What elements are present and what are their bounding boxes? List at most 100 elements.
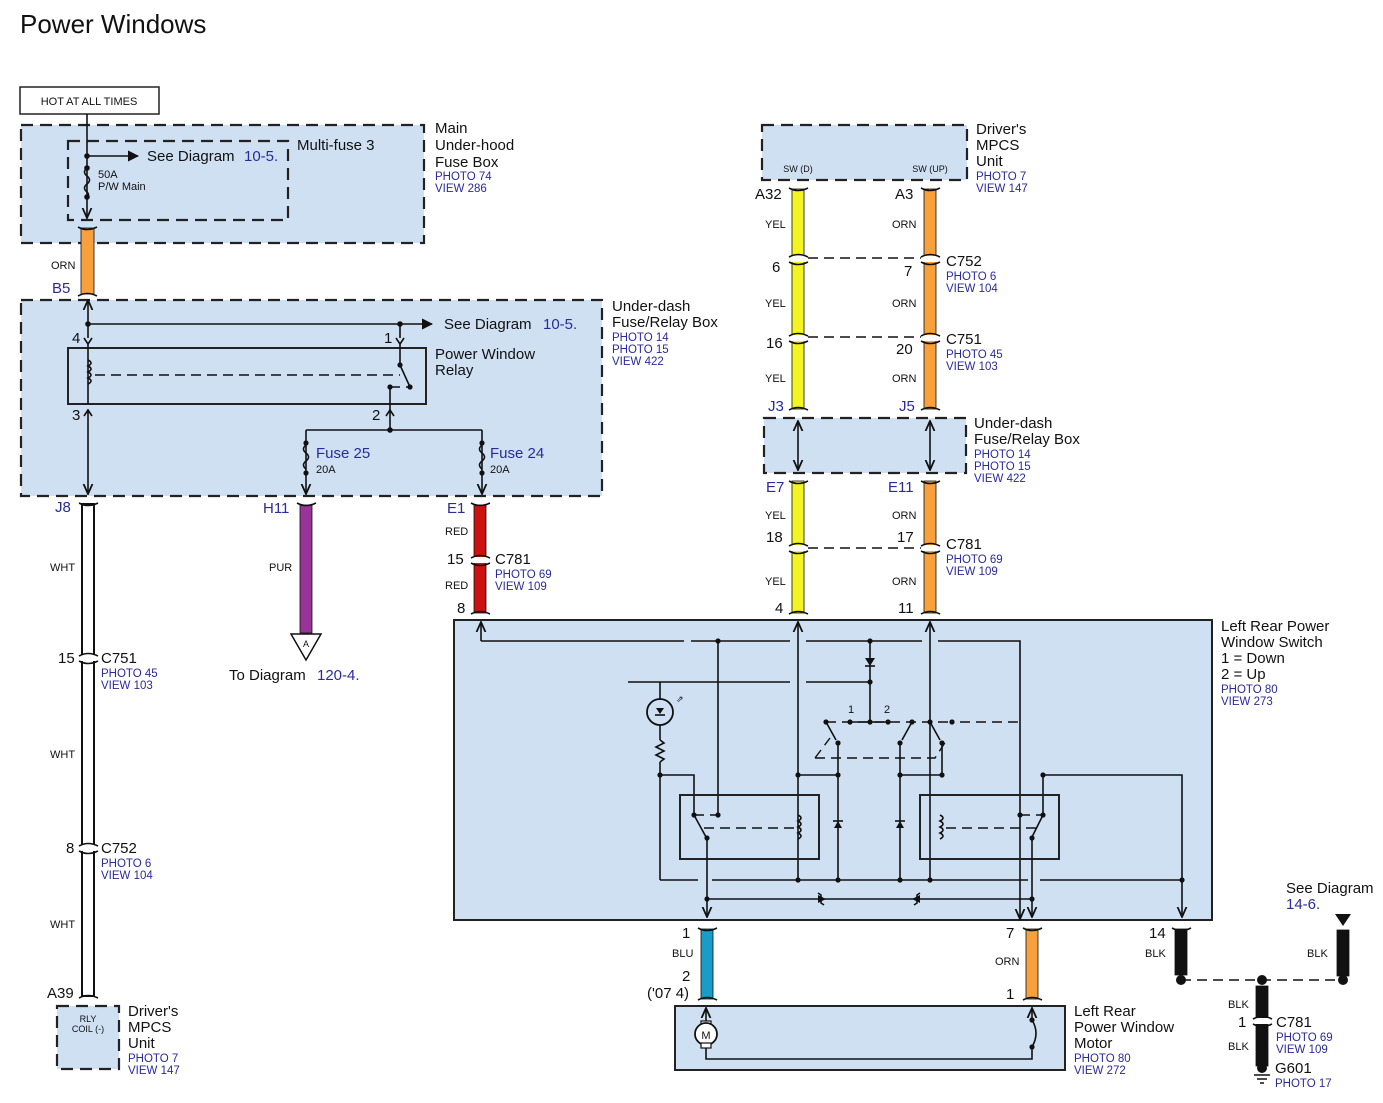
svg-text:7: 7 bbox=[904, 263, 912, 280]
svg-text:4: 4 bbox=[775, 600, 783, 617]
svg-text:VIEW 422[interactable]: VIEW 422 bbox=[612, 356, 664, 368]
svg-text:ORN: ORN bbox=[995, 956, 1020, 968]
svg-text:VIEW 103[interactable]: VIEW 103 bbox=[946, 361, 998, 373]
svg-text:Under-dash: Under-dash bbox=[974, 415, 1052, 432]
limit-switch-icon bbox=[1031, 1019, 1037, 1048]
wire-blu: 1 BLU 2 ('07 4) bbox=[647, 925, 718, 1002]
svg-text:G601: G601 bbox=[1275, 1060, 1312, 1077]
svg-text:PHOTO 7[interactable]: PHOTO 7 bbox=[976, 171, 1026, 183]
svg-text:2: 2 bbox=[682, 968, 690, 985]
svg-text:Left Rear: Left Rear bbox=[1074, 1003, 1136, 1020]
svg-text:VIEW 109[interactable]: VIEW 109 bbox=[946, 566, 998, 578]
svg-text:PHOTO 14[interactable]: PHOTO 14 bbox=[612, 332, 669, 344]
wire-orn-main: ORN B5 bbox=[51, 226, 98, 297]
svg-text:E11: E11 bbox=[888, 479, 914, 496]
svg-text:Fuse/Relay Box: Fuse/Relay Box bbox=[612, 314, 718, 331]
svg-text:PHOTO 7[interactable]: PHOTO 7 bbox=[128, 1053, 178, 1065]
to-diagram-link[interactable]: 120-4. bbox=[317, 667, 360, 684]
svg-text:1: 1 bbox=[682, 925, 690, 942]
svg-text:WHT: WHT bbox=[50, 562, 75, 574]
wire-segment bbox=[1025, 928, 1039, 1000]
see-diagram-14-6-link[interactable]: 14-6. bbox=[1286, 896, 1320, 913]
svg-text:BLU: BLU bbox=[672, 948, 693, 960]
svg-text:14: 14 bbox=[1149, 925, 1166, 942]
svg-text:ORN: ORN bbox=[892, 510, 917, 522]
right-connectors: A32 A3 YEL ORN 6 7 YEL ORN 16 20 YEL ORN… bbox=[755, 186, 1003, 617]
svg-text:PHOTO 69[interactable]: PHOTO 69 bbox=[495, 569, 552, 581]
svg-text:Main: Main bbox=[435, 120, 468, 137]
main-underhood-fuse-box: See Diagram 10-5. 50A P/W Main Multi-fus… bbox=[19, 114, 514, 245]
svg-text:PHOTO 45[interactable]: PHOTO 45 bbox=[946, 349, 1003, 361]
svg-text:VIEW 109[interactable]: VIEW 109 bbox=[495, 581, 547, 593]
svg-text:1: 1 bbox=[1006, 986, 1014, 1003]
fuse-50a-icon bbox=[83, 167, 91, 198]
connector-c751: C751 bbox=[101, 650, 137, 667]
see-diagram-link[interactable]: 10-5. bbox=[543, 316, 577, 333]
view-ref[interactable]: VIEW 286 bbox=[435, 183, 487, 195]
svg-text:PHOTO 69[interactable]: PHOTO 69 bbox=[1276, 1032, 1333, 1044]
svg-text:BLK: BLK bbox=[1307, 948, 1328, 960]
svg-text:See Diagram: See Diagram bbox=[444, 316, 532, 333]
svg-text:VIEW 273[interactable]: VIEW 273 bbox=[1221, 696, 1273, 708]
svg-text:1 = Down: 1 = Down bbox=[1221, 650, 1285, 667]
svg-text:PHOTO 17[interactable]: PHOTO 17 bbox=[1275, 1078, 1332, 1090]
svg-text:PHOTO 69[interactable]: PHOTO 69 bbox=[946, 554, 1003, 566]
svg-text:VIEW 104[interactable]: VIEW 104 bbox=[946, 283, 998, 295]
svg-text:Relay: Relay bbox=[435, 362, 474, 379]
svg-text:C781: C781 bbox=[1276, 1014, 1312, 1031]
svg-text:6: 6 bbox=[772, 259, 780, 276]
svg-text:VIEW 104[interactable]: VIEW 104 bbox=[101, 870, 153, 882]
svg-text:2 = Up: 2 = Up bbox=[1221, 666, 1266, 683]
svg-text:PHOTO 80[interactable]: PHOTO 80 bbox=[1221, 684, 1278, 696]
svg-text:PHOTO 45[interactable]: PHOTO 45 bbox=[101, 668, 158, 680]
svg-text:VIEW 147[interactable]: VIEW 147 bbox=[976, 183, 1028, 195]
svg-text:PHOTO 15[interactable]: PHOTO 15 bbox=[974, 461, 1031, 473]
svg-text:VIEW 422[interactable]: VIEW 422 bbox=[974, 473, 1026, 485]
svg-text:VIEW 147[interactable]: VIEW 147 bbox=[128, 1065, 180, 1077]
see-diagram-link[interactable]: 10-5. bbox=[244, 148, 278, 165]
svg-text:BLK: BLK bbox=[1228, 999, 1249, 1011]
svg-text:PHOTO 15[interactable]: PHOTO 15 bbox=[612, 344, 669, 356]
photo-ref[interactable]: PHOTO 74 bbox=[435, 171, 492, 183]
svg-text:Left Rear Power: Left Rear Power bbox=[1221, 618, 1329, 635]
hot-at-all-times-label: HOT AT ALL TIMES bbox=[19, 86, 160, 115]
svg-text:ORN: ORN bbox=[892, 576, 917, 588]
svg-text:RED: RED bbox=[445, 526, 468, 538]
svg-text:PHOTO 6[interactable]: PHOTO 6 bbox=[101, 858, 151, 870]
svg-text:YEL: YEL bbox=[765, 576, 786, 588]
drivers-mpcs-unit-top: SW (D) SW (UP) Driver's MPCS Unit PHOTO … bbox=[760, 121, 1028, 195]
svg-text:15: 15 bbox=[447, 551, 464, 568]
svg-text:SW (D): SW (D) bbox=[783, 164, 813, 174]
svg-text:J5: J5 bbox=[899, 398, 915, 415]
svg-text:15: 15 bbox=[58, 650, 75, 667]
svg-text:18: 18 bbox=[766, 529, 783, 546]
svg-text:Fuse Box: Fuse Box bbox=[435, 154, 499, 171]
svg-text:Under-dash: Under-dash bbox=[612, 298, 690, 315]
svg-text:Window Switch: Window Switch bbox=[1221, 634, 1323, 651]
wire-yel bbox=[791, 188, 805, 614]
svg-text:20A: 20A bbox=[316, 464, 336, 476]
svg-text:PHOTO 14[interactable]: PHOTO 14 bbox=[974, 449, 1031, 461]
svg-text:VIEW 103[interactable]: VIEW 103 bbox=[101, 680, 153, 692]
svg-text:11: 11 bbox=[898, 600, 914, 617]
underdash-fuse-relay-box-right: Under-dash Fuse/Relay Box PHOTO 14 PHOTO… bbox=[762, 415, 1080, 485]
svg-text:ORN: ORN bbox=[892, 298, 917, 310]
wire-red: E1 RED RED 8 15 C781 PHOTO 69 VIEW 109 bbox=[445, 500, 552, 617]
svg-text:PHOTO 6[interactable]: PHOTO 6 bbox=[946, 271, 996, 283]
svg-text:Unit: Unit bbox=[128, 1035, 156, 1052]
svg-text:Driver's: Driver's bbox=[976, 121, 1026, 138]
svg-text:20: 20 bbox=[896, 341, 913, 358]
ground-circuit: 14 BLK BLK See Diagram 14-6. BLK BLK 1 C… bbox=[1145, 880, 1374, 1090]
svg-text:ORN: ORN bbox=[51, 260, 76, 272]
svg-text:VIEW 109[interactable]: VIEW 109 bbox=[1276, 1044, 1328, 1056]
relay-coil-icon bbox=[86, 359, 92, 385]
svg-text:1: 1 bbox=[1238, 1014, 1246, 1031]
svg-text:1: 1 bbox=[384, 330, 392, 347]
underdash-fuse-relay-box: See Diagram 10-5. 4 1 3 2 Power Window R… bbox=[19, 298, 718, 498]
svg-text:E7: E7 bbox=[766, 479, 784, 496]
svg-text:VIEW 272[interactable]: VIEW 272 bbox=[1074, 1065, 1126, 1077]
svg-text:A39: A39 bbox=[47, 985, 74, 1002]
svg-text:WHT: WHT bbox=[50, 749, 75, 761]
svg-text:PHOTO 80[interactable]: PHOTO 80 bbox=[1074, 1053, 1131, 1065]
svg-text:PUR: PUR bbox=[269, 562, 292, 574]
